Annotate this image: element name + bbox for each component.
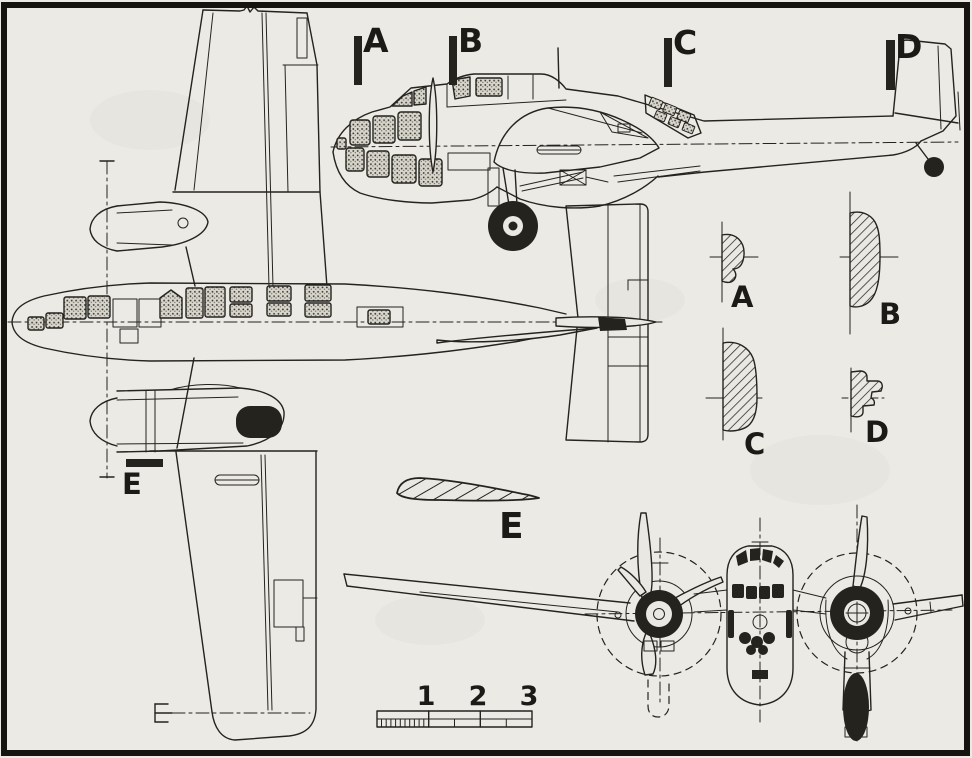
plan-port-nacelle: [89, 383, 285, 453]
cut-marker-d: D: [886, 27, 922, 90]
scale-label-1: 1: [417, 681, 436, 712]
starboard-landing-gear: [842, 651, 872, 741]
cross-section-c: C: [705, 327, 765, 461]
cut-marker-d-label: D: [895, 27, 922, 66]
front-starboard-nacelle: [796, 504, 918, 743]
side-rear-glazing: [644, 94, 702, 139]
front-starboard-wing: [892, 594, 964, 621]
plan-view: E: [7, 5, 663, 741]
cross-section-d: D: [841, 367, 889, 449]
side-canopy: [446, 74, 567, 108]
cross-section-b: B: [839, 191, 901, 335]
side-fin: [892, 39, 961, 142]
cross-section-a-label: A: [731, 280, 754, 314]
side-wing-fairing: [493, 106, 701, 183]
cut-marker-c-label: C: [673, 23, 697, 62]
prop-plane-dimension-line: [99, 160, 115, 479]
port-gear-outline-retracted: [647, 679, 670, 718]
datum-bracket: [154, 703, 311, 723]
cross-section-a: A: [709, 221, 759, 314]
airfoil-e-label: E: [499, 506, 524, 547]
cut-marker-b: B: [449, 21, 483, 85]
scale-bar-subdivisions: [381, 718, 507, 728]
airfoil-section-e: E: [396, 477, 540, 547]
scale-bar: 1 2 3: [376, 681, 539, 728]
station-e-label: E: [122, 467, 142, 501]
cross-section-d-label: D: [865, 415, 889, 449]
plan-fuselage: [7, 282, 663, 362]
scale-label-3: 3: [520, 681, 539, 712]
front-fuselage-pod: [693, 517, 827, 723]
cut-marker-c-bar: [664, 38, 672, 87]
side-nose-glazing: [336, 86, 443, 187]
front-port-wing: [343, 573, 635, 622]
plan-elevator-horn: [598, 317, 627, 331]
side-main-gear: [487, 167, 609, 251]
cut-marker-a-label: A: [363, 21, 389, 60]
airfoil-outline: [396, 477, 540, 502]
port-prop-disc: [596, 551, 722, 677]
side-propeller-blade: [428, 77, 438, 173]
wing-station-e-marker: E: [122, 459, 163, 501]
plan-port-wing: [149, 357, 318, 741]
plan-tailplane: [555, 203, 657, 443]
front-port-propeller: [596, 512, 724, 718]
starboard-wheel: [843, 673, 869, 741]
plan-starboard-wing: [172, 5, 328, 288]
cross-sections: A B C D: [705, 191, 901, 461]
cut-marker-a: A: [354, 21, 389, 85]
side-view: [330, 39, 961, 251]
plan-exhaust: [236, 406, 282, 438]
station-e-bar: [126, 459, 163, 467]
side-tailwheel: [915, 142, 944, 177]
cut-marker-c: C: [664, 23, 697, 87]
section-cut-markers: A B C D: [354, 21, 922, 90]
plan-windscreen: [159, 289, 183, 319]
cut-marker-b-bar: [449, 36, 457, 85]
cut-marker-a-bar: [354, 36, 362, 85]
cross-section-c-label: C: [744, 427, 765, 461]
cut-marker-b-label: B: [458, 21, 483, 60]
antenna-mast: [557, 47, 560, 89]
cut-marker-d-bar: [886, 40, 895, 90]
front-view: [343, 504, 964, 743]
plan-starboard-nacelle: [89, 201, 209, 252]
cross-section-b-label: B: [879, 297, 901, 331]
scale-label-2: 2: [469, 681, 488, 712]
